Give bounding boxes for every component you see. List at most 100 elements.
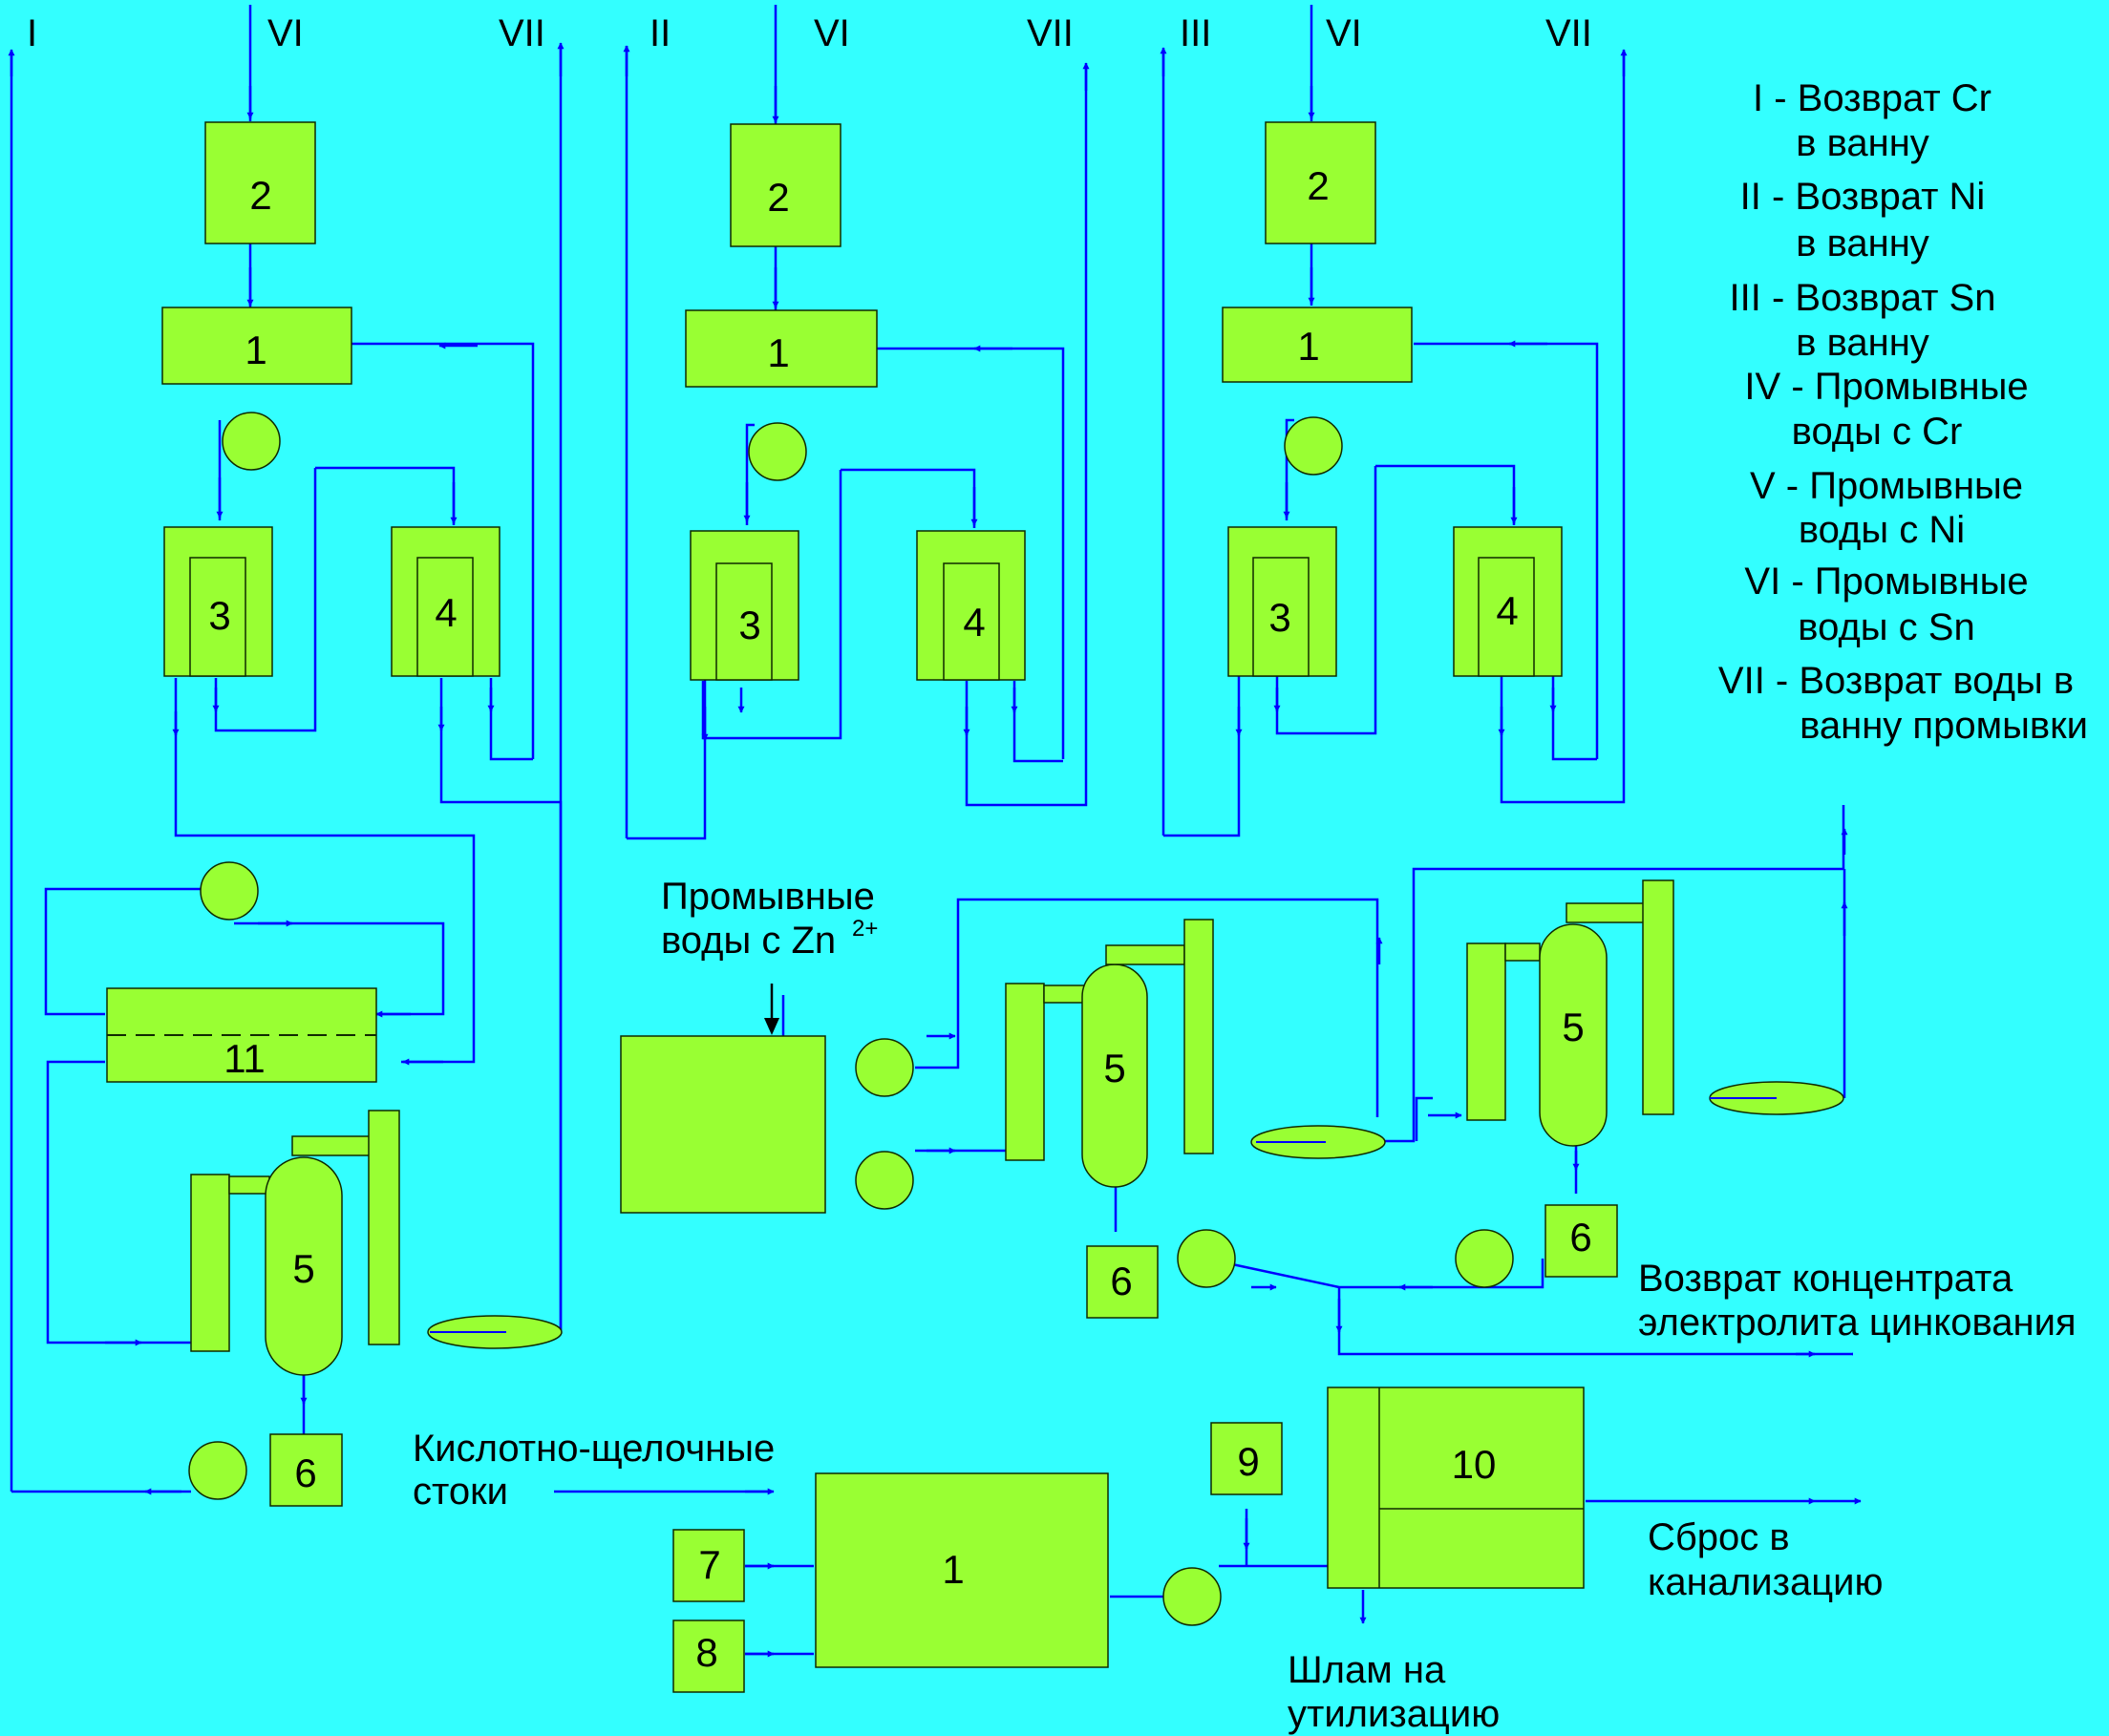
label-3-a: 3 — [208, 593, 230, 638]
unit-1-treatment — [815, 1472, 1109, 1668]
stream-III: III — [1180, 12, 1211, 54]
unit-1-b — [685, 309, 878, 388]
svg-text:воды с Sn: воды с Sn — [1798, 606, 1974, 648]
block-nickel — [685, 123, 1026, 681]
pump-zinc-4 — [1455, 1229, 1514, 1288]
svg-text:воды с Cr: воды с Cr — [1792, 411, 1963, 453]
zinc-inlet-arrow — [764, 984, 779, 1035]
unit-labels: 2 1 3 4 11 5 6 2 1 3 4 2 1 3 4 5 5 6 6 7… — [208, 163, 1591, 1675]
stream-VI-b: VI — [814, 12, 850, 54]
sludge-label: Шлам на — [1288, 1649, 1446, 1691]
block-chromium — [106, 121, 563, 1507]
legend-item: IV - Промывные воды с Cr — [1744, 366, 2028, 453]
discharge-label-2: канализацию — [1648, 1561, 1883, 1603]
legend-item: VI - Промывные воды с Sn — [1744, 561, 2028, 648]
unit-9 — [1210, 1422, 1283, 1495]
pump-a3 — [188, 1441, 247, 1500]
legend-item: II - Возврат Ni в ванну — [1740, 176, 1986, 265]
stream-VI-a: VI — [267, 12, 304, 54]
legend-item: I - Возврат Cr в ванну — [1753, 77, 1992, 164]
pump-a — [222, 412, 281, 471]
svg-text:в ванну: в ванну — [1796, 322, 1929, 364]
label-2-a: 2 — [249, 173, 271, 218]
pump-zinc-3 — [1177, 1229, 1236, 1288]
legend: I - Возврат Cr в ванну II - Возврат Ni в… — [1718, 77, 2088, 747]
zinc-waters-label-2: воды с Zn — [661, 920, 836, 962]
label-2-c: 2 — [1307, 163, 1329, 208]
label-1-treatment: 1 — [942, 1547, 964, 1592]
zinc-collection-tank — [620, 1035, 826, 1214]
unit-5-zinc-2 — [1539, 923, 1608, 1147]
legend-item: III - Возврат Sn в ванну — [1730, 277, 1996, 364]
svg-text:VII - Возврат воды в: VII - Возврат воды в — [1718, 660, 2074, 702]
unit-2-c — [1265, 121, 1376, 244]
zinc-superscript: 2+ — [852, 916, 878, 942]
svg-text:в ванну: в ванну — [1796, 222, 1929, 265]
acid-alkaline-label: Кислотно-щелочные — [413, 1428, 775, 1470]
label-3-c: 3 — [1268, 595, 1290, 640]
pump-a2 — [200, 861, 259, 921]
unit-7 — [672, 1529, 745, 1602]
label-1-c: 1 — [1297, 324, 1319, 369]
label-4-c: 4 — [1496, 588, 1518, 633]
sludge-label-2: утилизацию — [1288, 1693, 1500, 1735]
return-concentrate-label-2: электролита цинкования — [1638, 1302, 2077, 1344]
pump-treatment — [1162, 1567, 1222, 1626]
svg-text:II - Возврат Ni: II - Возврат Ni — [1740, 176, 1986, 218]
label-10: 10 — [1452, 1442, 1497, 1487]
legend-item: V - Промывные воды с Ni — [1750, 465, 2023, 551]
unit-10 — [1327, 1387, 1585, 1589]
unit-6-zinc-1 — [1086, 1245, 1159, 1319]
acid-alkaline-label-2: стоки — [413, 1471, 508, 1513]
label-4-a: 4 — [435, 590, 457, 635]
pump-b — [748, 422, 807, 481]
label-6-a: 6 — [294, 1450, 316, 1495]
svg-text:I - Возврат Cr: I - Возврат Cr — [1753, 77, 1992, 119]
stream-VII-b: VII — [1027, 12, 1074, 54]
unit-2-b — [730, 123, 841, 247]
label-3-b: 3 — [738, 603, 760, 647]
return-concentrate-label: Возврат концентрата — [1638, 1258, 2013, 1300]
stream-II: II — [650, 12, 671, 54]
label-2-b: 2 — [767, 175, 789, 220]
unit-8 — [672, 1620, 745, 1693]
label-6-zinc-2: 6 — [1569, 1215, 1591, 1260]
pump-zinc-1 — [855, 1038, 914, 1097]
svg-text:в ванну: в ванну — [1796, 122, 1929, 164]
stream-VII-a: VII — [499, 12, 545, 54]
stream-labels: I VI VII II VI VII III VI VII — [27, 12, 1592, 54]
label-5-zinc-1: 5 — [1103, 1046, 1125, 1090]
label-1-a: 1 — [245, 328, 266, 372]
stream-VI-c: VI — [1326, 12, 1362, 54]
svg-text:воды с Ni: воды с Ni — [1799, 509, 1965, 551]
block-tin — [1222, 121, 1563, 677]
zinc-waters-label: Промывные — [661, 876, 875, 918]
label-1-b: 1 — [767, 330, 789, 375]
block-zinc — [620, 879, 1844, 1319]
column-right-a — [368, 1110, 400, 1345]
unit-6-zinc-2 — [1544, 1204, 1618, 1278]
pump-zinc-2 — [855, 1151, 914, 1210]
unit-1-a — [161, 307, 352, 385]
block-treatment — [672, 1387, 1585, 1693]
svg-text:VI - Промывные: VI - Промывные — [1744, 561, 2028, 603]
svg-text:IV - Промывные: IV - Промывные — [1744, 366, 2028, 408]
label-11: 11 — [224, 1036, 266, 1081]
label-5-zinc-2: 5 — [1562, 1005, 1584, 1049]
label-6-zinc-1: 6 — [1110, 1259, 1132, 1303]
svg-text:ванну промывки: ванну промывки — [1800, 705, 2088, 747]
unit-6-a — [269, 1433, 343, 1507]
legend-item: VII - Возврат воды в ванну промывки — [1718, 660, 2088, 747]
stream-VII-c: VII — [1545, 12, 1592, 54]
label-8: 8 — [695, 1630, 717, 1675]
pump-c — [1284, 416, 1343, 476]
column-left-a — [190, 1174, 230, 1352]
discharge-label: Сброс в — [1648, 1516, 1790, 1558]
stream-I: I — [27, 12, 37, 54]
label-9: 9 — [1237, 1439, 1259, 1484]
label-5-a: 5 — [292, 1246, 314, 1291]
annotations: Промывные воды с Zn 2+ Возврат концентра… — [413, 876, 2077, 1735]
svg-text:III - Возврат Sn: III - Возврат Sn — [1730, 277, 1996, 319]
label-4-b: 4 — [963, 600, 985, 645]
